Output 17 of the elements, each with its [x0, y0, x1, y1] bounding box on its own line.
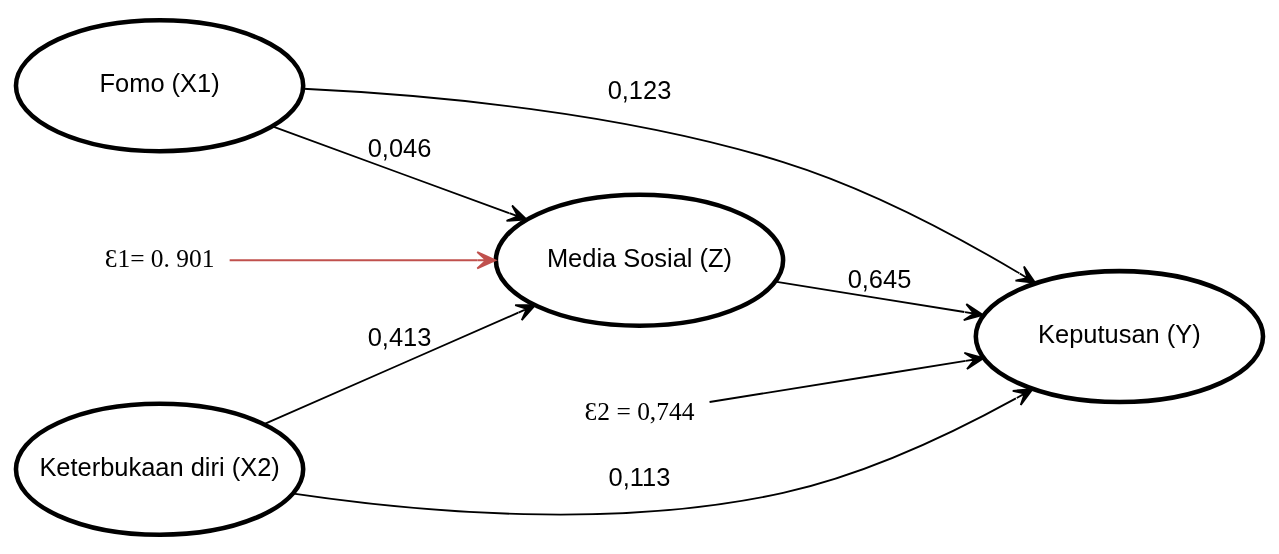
- edge-label: 0,123: [607, 75, 672, 104]
- node-text: Ɛ1= 0. 901: [104, 243, 215, 273]
- node-ellipse: Fomo (X1): [13, 17, 306, 153]
- edge-label: 0,046: [367, 133, 432, 162]
- edge-label: 0,413: [367, 322, 432, 351]
- arrow: [263, 303, 536, 425]
- arrow: [228, 250, 497, 269]
- arrow: [292, 387, 1034, 515]
- node-ellipse: Keterbukaan diri (X2): [13, 401, 306, 537]
- node-ellipse: Media Sosial (Z): [493, 192, 786, 328]
- arrow: [774, 280, 984, 321]
- node-text: Ɛ2 = 0,744: [584, 396, 695, 426]
- arrow: [302, 87, 1037, 284]
- arrow: [708, 351, 985, 403]
- edge-label: 0,645: [847, 264, 912, 293]
- edge-label: 0,113: [608, 462, 671, 491]
- arrow: [271, 125, 528, 222]
